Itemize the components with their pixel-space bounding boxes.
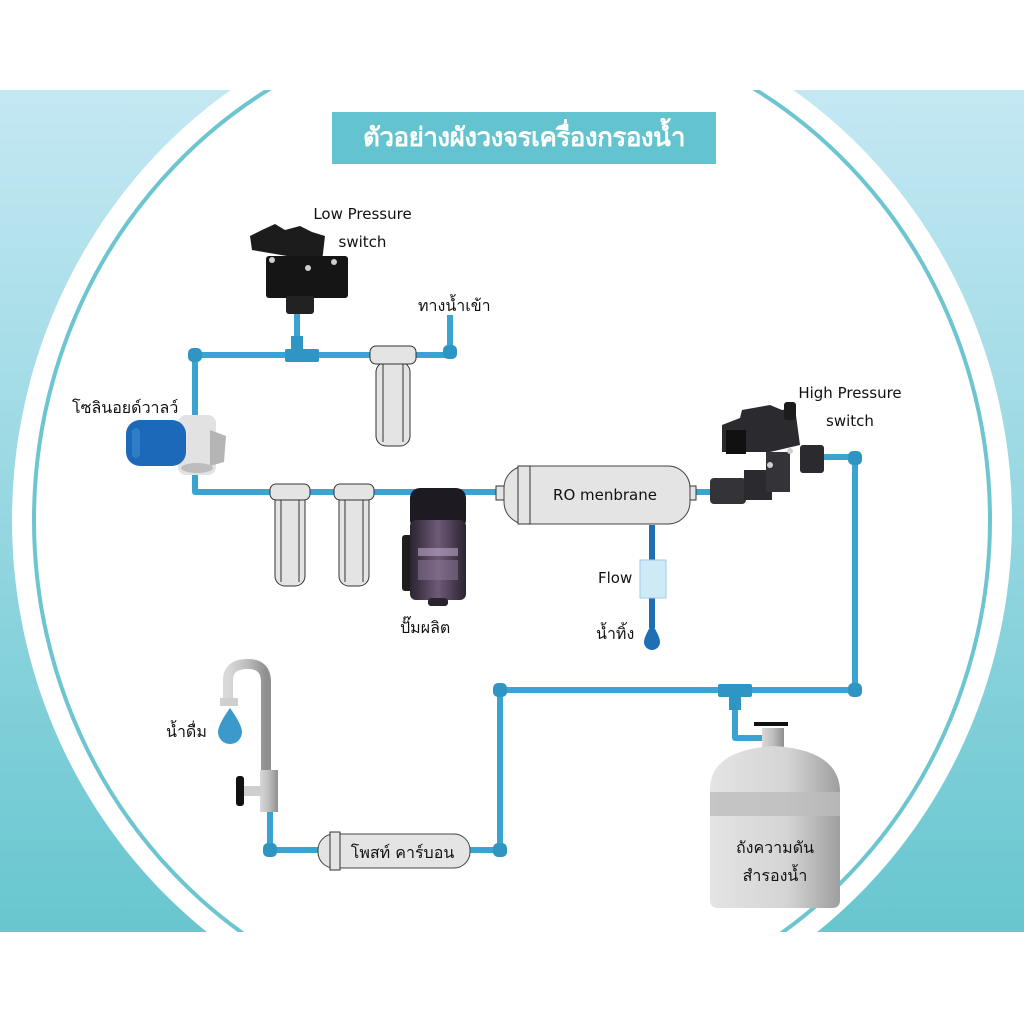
pipe-inlet (192, 315, 453, 415)
flow-restrictor (639, 559, 667, 599)
low-pressure-switch-label-1: Low Pressure (313, 205, 412, 223)
post-carbon-filter (317, 831, 471, 871)
high-pressure-switch-label-2: switch (826, 412, 874, 430)
drinking-drop-icon (218, 708, 242, 744)
water-inlet-label: ทางน้ำเข้า (418, 296, 491, 315)
pressure-tank-label-1: ถังความดัน (735, 838, 815, 857)
high-pressure-switch-label-1: High Pressure (798, 384, 902, 402)
solenoid-valve (126, 415, 226, 475)
drinking-water-label: น้ำดื่ม (166, 722, 207, 741)
pressure-tank (710, 722, 840, 908)
faucet (218, 658, 278, 812)
waste-water-label: น้ำทิ้ง (596, 624, 635, 643)
page-title: ตัวอย่างผังวงจรเครื่องกรองน้ำ (332, 112, 716, 164)
waste-drop-icon (644, 624, 660, 650)
booster-pump (402, 488, 466, 606)
ro-membrane (495, 465, 697, 525)
flow-label: Flow (598, 569, 633, 587)
pre-filter-2 (333, 483, 375, 587)
low-pressure-switch-label-2: switch (338, 233, 387, 251)
drain-line (639, 525, 667, 650)
low-pressure-switch (250, 224, 348, 314)
sediment-filter-top (369, 345, 417, 447)
ro-membrane-label: RO menbrane (553, 486, 657, 504)
pre-filter-1 (269, 483, 311, 587)
high-pressure-switch (710, 402, 824, 504)
pump-label: ปั๊มผลิต (400, 618, 451, 637)
pipe-solenoid-out (192, 470, 500, 495)
pipe-fittings (188, 336, 862, 857)
post-carbon-label: โพสท์ คาร์บอน (350, 843, 455, 862)
pressure-tank-label-2: สำรองน้ำ (742, 866, 808, 885)
solenoid-valve-label: โซลินอยด์วาลว์ (72, 398, 179, 417)
